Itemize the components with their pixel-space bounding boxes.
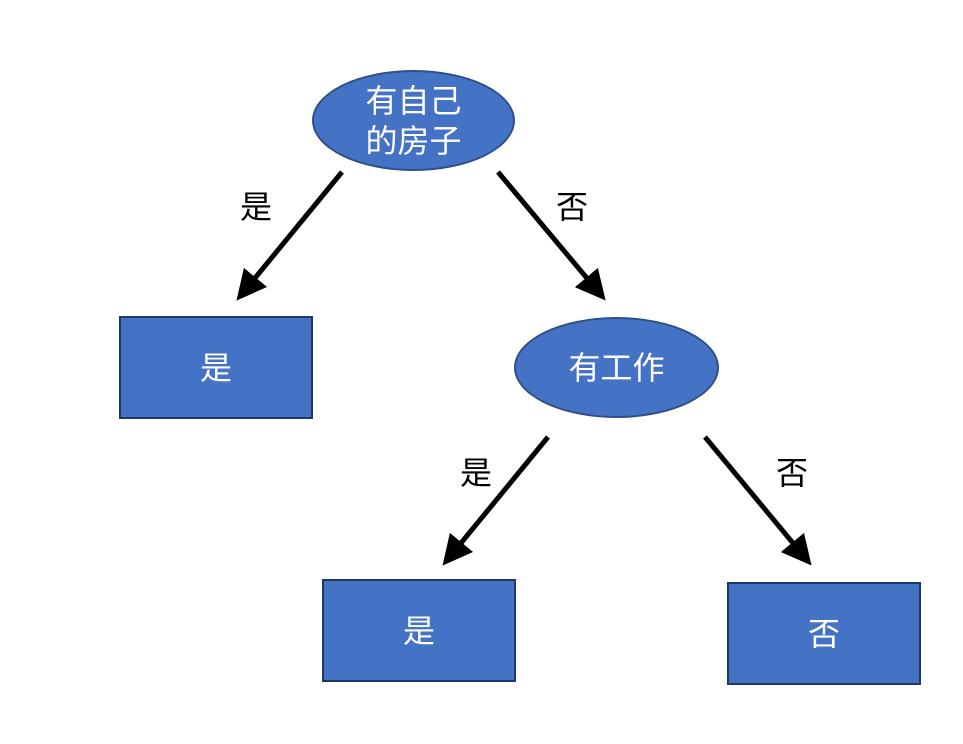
root-no-edge-label: 否 <box>555 188 588 226</box>
arrow-job-no <box>703 435 812 566</box>
root-yes-edge-label: 是 <box>239 188 272 226</box>
arrow-root-yes <box>236 170 344 301</box>
leaf-job-no-box: 否 <box>727 582 921 685</box>
job-node-ellipse: 有工作 <box>514 317 719 418</box>
job-no-edge-label: 否 <box>775 454 808 492</box>
leaf-root-yes-label: 是 <box>199 348 232 387</box>
arrow-root-no <box>496 170 606 301</box>
root-node-label: 有自己 的房子 <box>365 81 462 160</box>
leaf-job-yes-label: 是 <box>402 611 435 650</box>
leaf-job-no-label: 否 <box>807 614 840 653</box>
job-yes-edge-label: 是 <box>459 454 492 492</box>
leaf-root-yes-box: 是 <box>119 316 313 419</box>
root-node-ellipse: 有自己 的房子 <box>312 70 515 171</box>
arrow-job-yes <box>442 435 550 566</box>
job-node-label: 有工作 <box>568 348 665 387</box>
leaf-job-yes-box: 是 <box>322 579 516 682</box>
